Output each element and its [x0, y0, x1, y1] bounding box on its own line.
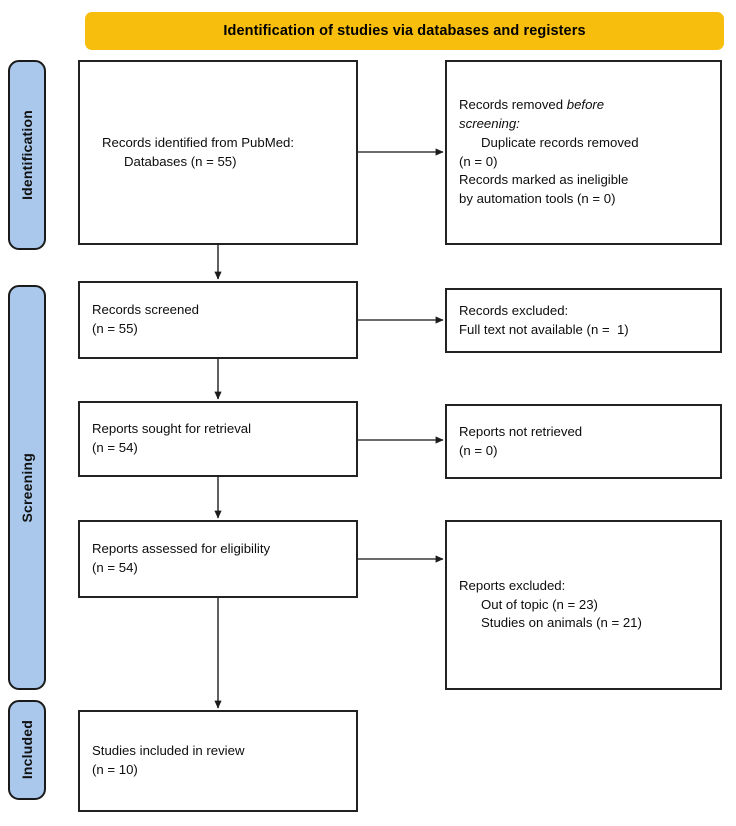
node-line: Out of topic (n = 23) — [481, 596, 598, 612]
node-line: Reports assessed for eligibility — [92, 541, 271, 557]
node-records-excluded: Records excluded: Full text not availabl… — [445, 288, 722, 353]
node-records-identified: Records identified from PubMed: Database… — [78, 60, 358, 245]
stage-tab-identification-label: Identification — [19, 110, 35, 200]
node-line: Reports sought for retrieval — [92, 421, 252, 437]
node-studies-included: Studies included in review (n = 10) — [78, 710, 358, 812]
node-line: screening: — [459, 116, 520, 132]
node-records-removed-body: Records removed before screening: Duplic… — [447, 96, 720, 208]
stage-tab-included: Included — [8, 700, 46, 800]
node-line: (n = 55) — [92, 321, 138, 336]
node-line: Records excluded: — [459, 302, 569, 318]
diagram-header-banner: Identification of studies via databases … — [85, 12, 724, 50]
node-reports-assessed-body: Reports assessed for eligibility (n = 54… — [80, 540, 356, 577]
node-reports-not-retrieved: Reports not retrieved (n = 0) — [445, 404, 722, 479]
stage-tab-screening: Screening — [8, 285, 46, 690]
node-line: by automation tools (n = 0) — [459, 190, 616, 206]
node-line: Databases (n = 55) — [124, 153, 237, 169]
node-records-identified-body: Records identified from PubMed: Database… — [80, 134, 356, 171]
node-line: (n = 54) — [92, 440, 138, 455]
node-records-screened-body: Records screened (n = 55) — [80, 301, 356, 338]
emphasis-text: before — [566, 97, 605, 113]
node-line: Duplicate records removed — [481, 134, 639, 150]
stage-tab-screening-label: Screening — [19, 452, 35, 523]
stage-tab-included-label: Included — [19, 720, 35, 780]
node-line: (n = 0) — [459, 442, 498, 458]
stage-tab-identification: Identification — [8, 60, 46, 250]
node-line: Full text not available (n = 1) — [459, 321, 629, 337]
node-records-removed: Records removed before screening: Duplic… — [445, 60, 722, 245]
node-line: Records removed before — [459, 96, 708, 115]
node-records-excluded-body: Records excluded: Full text not availabl… — [447, 302, 720, 339]
node-line: Studies included in review — [92, 743, 245, 759]
node-reports-excluded: Reports excluded: Out of topic (n = 23) … — [445, 520, 722, 690]
node-records-screened: Records screened (n = 55) — [78, 281, 358, 359]
node-studies-included-body: Studies included in review (n = 10) — [80, 742, 356, 779]
node-reports-sought-body: Reports sought for retrieval (n = 54) — [80, 420, 356, 457]
node-reports-sought: Reports sought for retrieval (n = 54) — [78, 401, 358, 477]
node-reports-not-retrieved-body: Reports not retrieved (n = 0) — [447, 423, 720, 460]
node-line: (n = 54) — [92, 560, 138, 575]
node-line: Studies on animals (n = 21) — [481, 615, 642, 631]
diagram-title: Identification of studies via databases … — [223, 23, 586, 39]
node-line: Reports not retrieved — [459, 423, 583, 439]
node-line: (n = 10) — [92, 762, 138, 777]
node-reports-excluded-body: Reports excluded: Out of topic (n = 23) … — [447, 577, 720, 633]
node-line: Records screened — [92, 302, 200, 318]
node-line-text: Records removed before — [459, 97, 605, 113]
node-line: (n = 0) — [459, 153, 498, 169]
node-line: Records marked as ineligible — [459, 172, 629, 188]
node-line: Records identified from PubMed: — [102, 134, 295, 150]
node-line: Reports excluded: — [459, 577, 566, 593]
node-reports-assessed: Reports assessed for eligibility (n = 54… — [78, 520, 358, 598]
